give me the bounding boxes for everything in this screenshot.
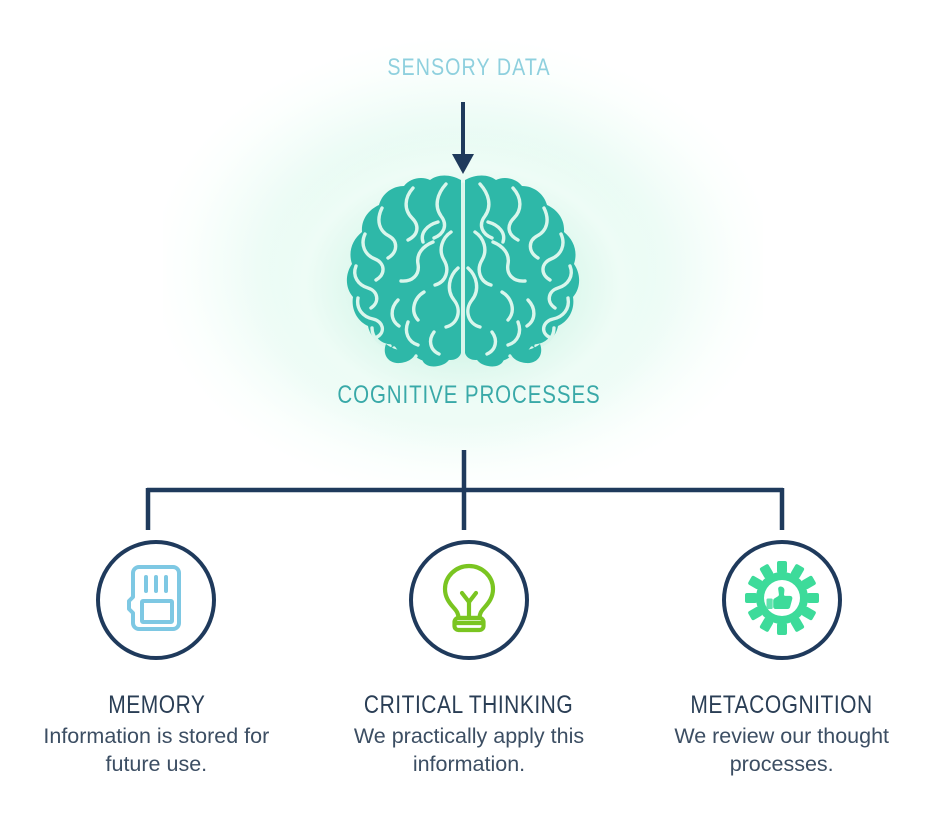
sensory-data-label: SENSORY DATA	[387, 54, 551, 81]
gear-thumbs-up-icon	[744, 560, 819, 640]
down-arrow-icon	[440, 100, 486, 178]
critical-thinking-icon-circle[interactable]	[409, 540, 529, 660]
memory-card-icon	[125, 563, 187, 638]
metacognition-title: METACOGNITION	[690, 691, 873, 719]
metacognition-description: We review our thought processes.	[674, 724, 890, 776]
brain-icon	[338, 172, 588, 368]
memory-icon-circle[interactable]	[96, 540, 217, 660]
branch-metacognition[interactable]: METACOGNITION We review our thought proc…	[625, 540, 938, 800]
branch-memory[interactable]: MEMORY Information is stored for future …	[0, 540, 313, 800]
lightbulb-icon	[438, 562, 500, 639]
branch-critical-thinking[interactable]: CRITICAL THINKING We practically apply t…	[313, 540, 626, 800]
metacognition-icon-circle[interactable]	[721, 540, 842, 660]
branch-connector	[135, 445, 795, 540]
branch-row: MEMORY Information is stored for future …	[0, 540, 938, 800]
cognitive-processes-label: COGNITIVE PROCESSES	[337, 381, 601, 409]
memory-title: MEMORY	[107, 691, 205, 719]
memory-description: Information is stored for future use.	[43, 724, 270, 776]
critical-thinking-description: We practically apply this information.	[353, 724, 585, 776]
critical-thinking-title: CRITICAL THINKING	[364, 691, 574, 719]
